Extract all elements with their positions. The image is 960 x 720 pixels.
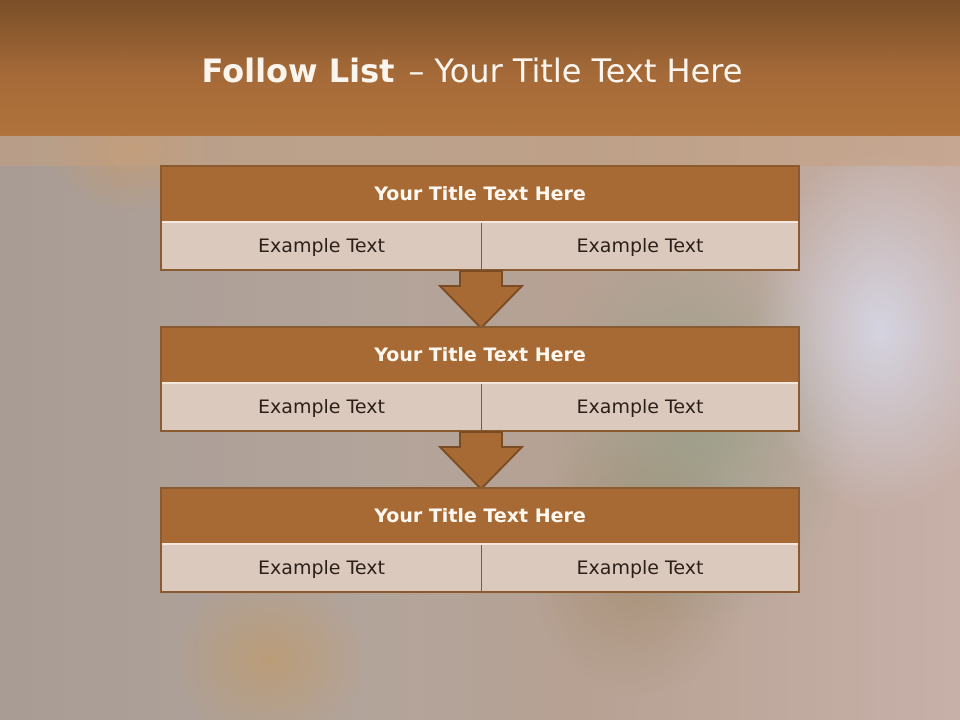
title-bold: Follow List bbox=[201, 52, 395, 90]
title-bar: Follow List–Your Title Text Here bbox=[0, 0, 960, 136]
step-box-3: Your Title Text Here Example Text Exampl… bbox=[160, 487, 800, 593]
step-box-1: Your Title Text Here Example Text Exampl… bbox=[160, 165, 800, 271]
step-cell-right: Example Text bbox=[482, 545, 798, 591]
step-cell-right: Example Text bbox=[482, 384, 798, 430]
step-cell-left: Example Text bbox=[162, 545, 483, 591]
step-cell-left: Example Text bbox=[162, 384, 483, 430]
slide-title: Follow List–Your Title Text Here bbox=[0, 52, 944, 90]
title-dash: – bbox=[408, 52, 425, 90]
step-title: Your Title Text Here bbox=[162, 489, 798, 545]
step-cell-left: Example Text bbox=[162, 223, 483, 269]
step-title: Your Title Text Here bbox=[162, 328, 798, 384]
down-arrow-icon bbox=[438, 270, 524, 330]
step-cell-right: Example Text bbox=[482, 223, 798, 269]
title-rest: Your Title Text Here bbox=[434, 52, 743, 90]
step-title: Your Title Text Here bbox=[162, 167, 798, 223]
down-arrow-icon bbox=[438, 431, 524, 491]
background-band bbox=[0, 136, 960, 166]
step-box-2: Your Title Text Here Example Text Exampl… bbox=[160, 326, 800, 432]
